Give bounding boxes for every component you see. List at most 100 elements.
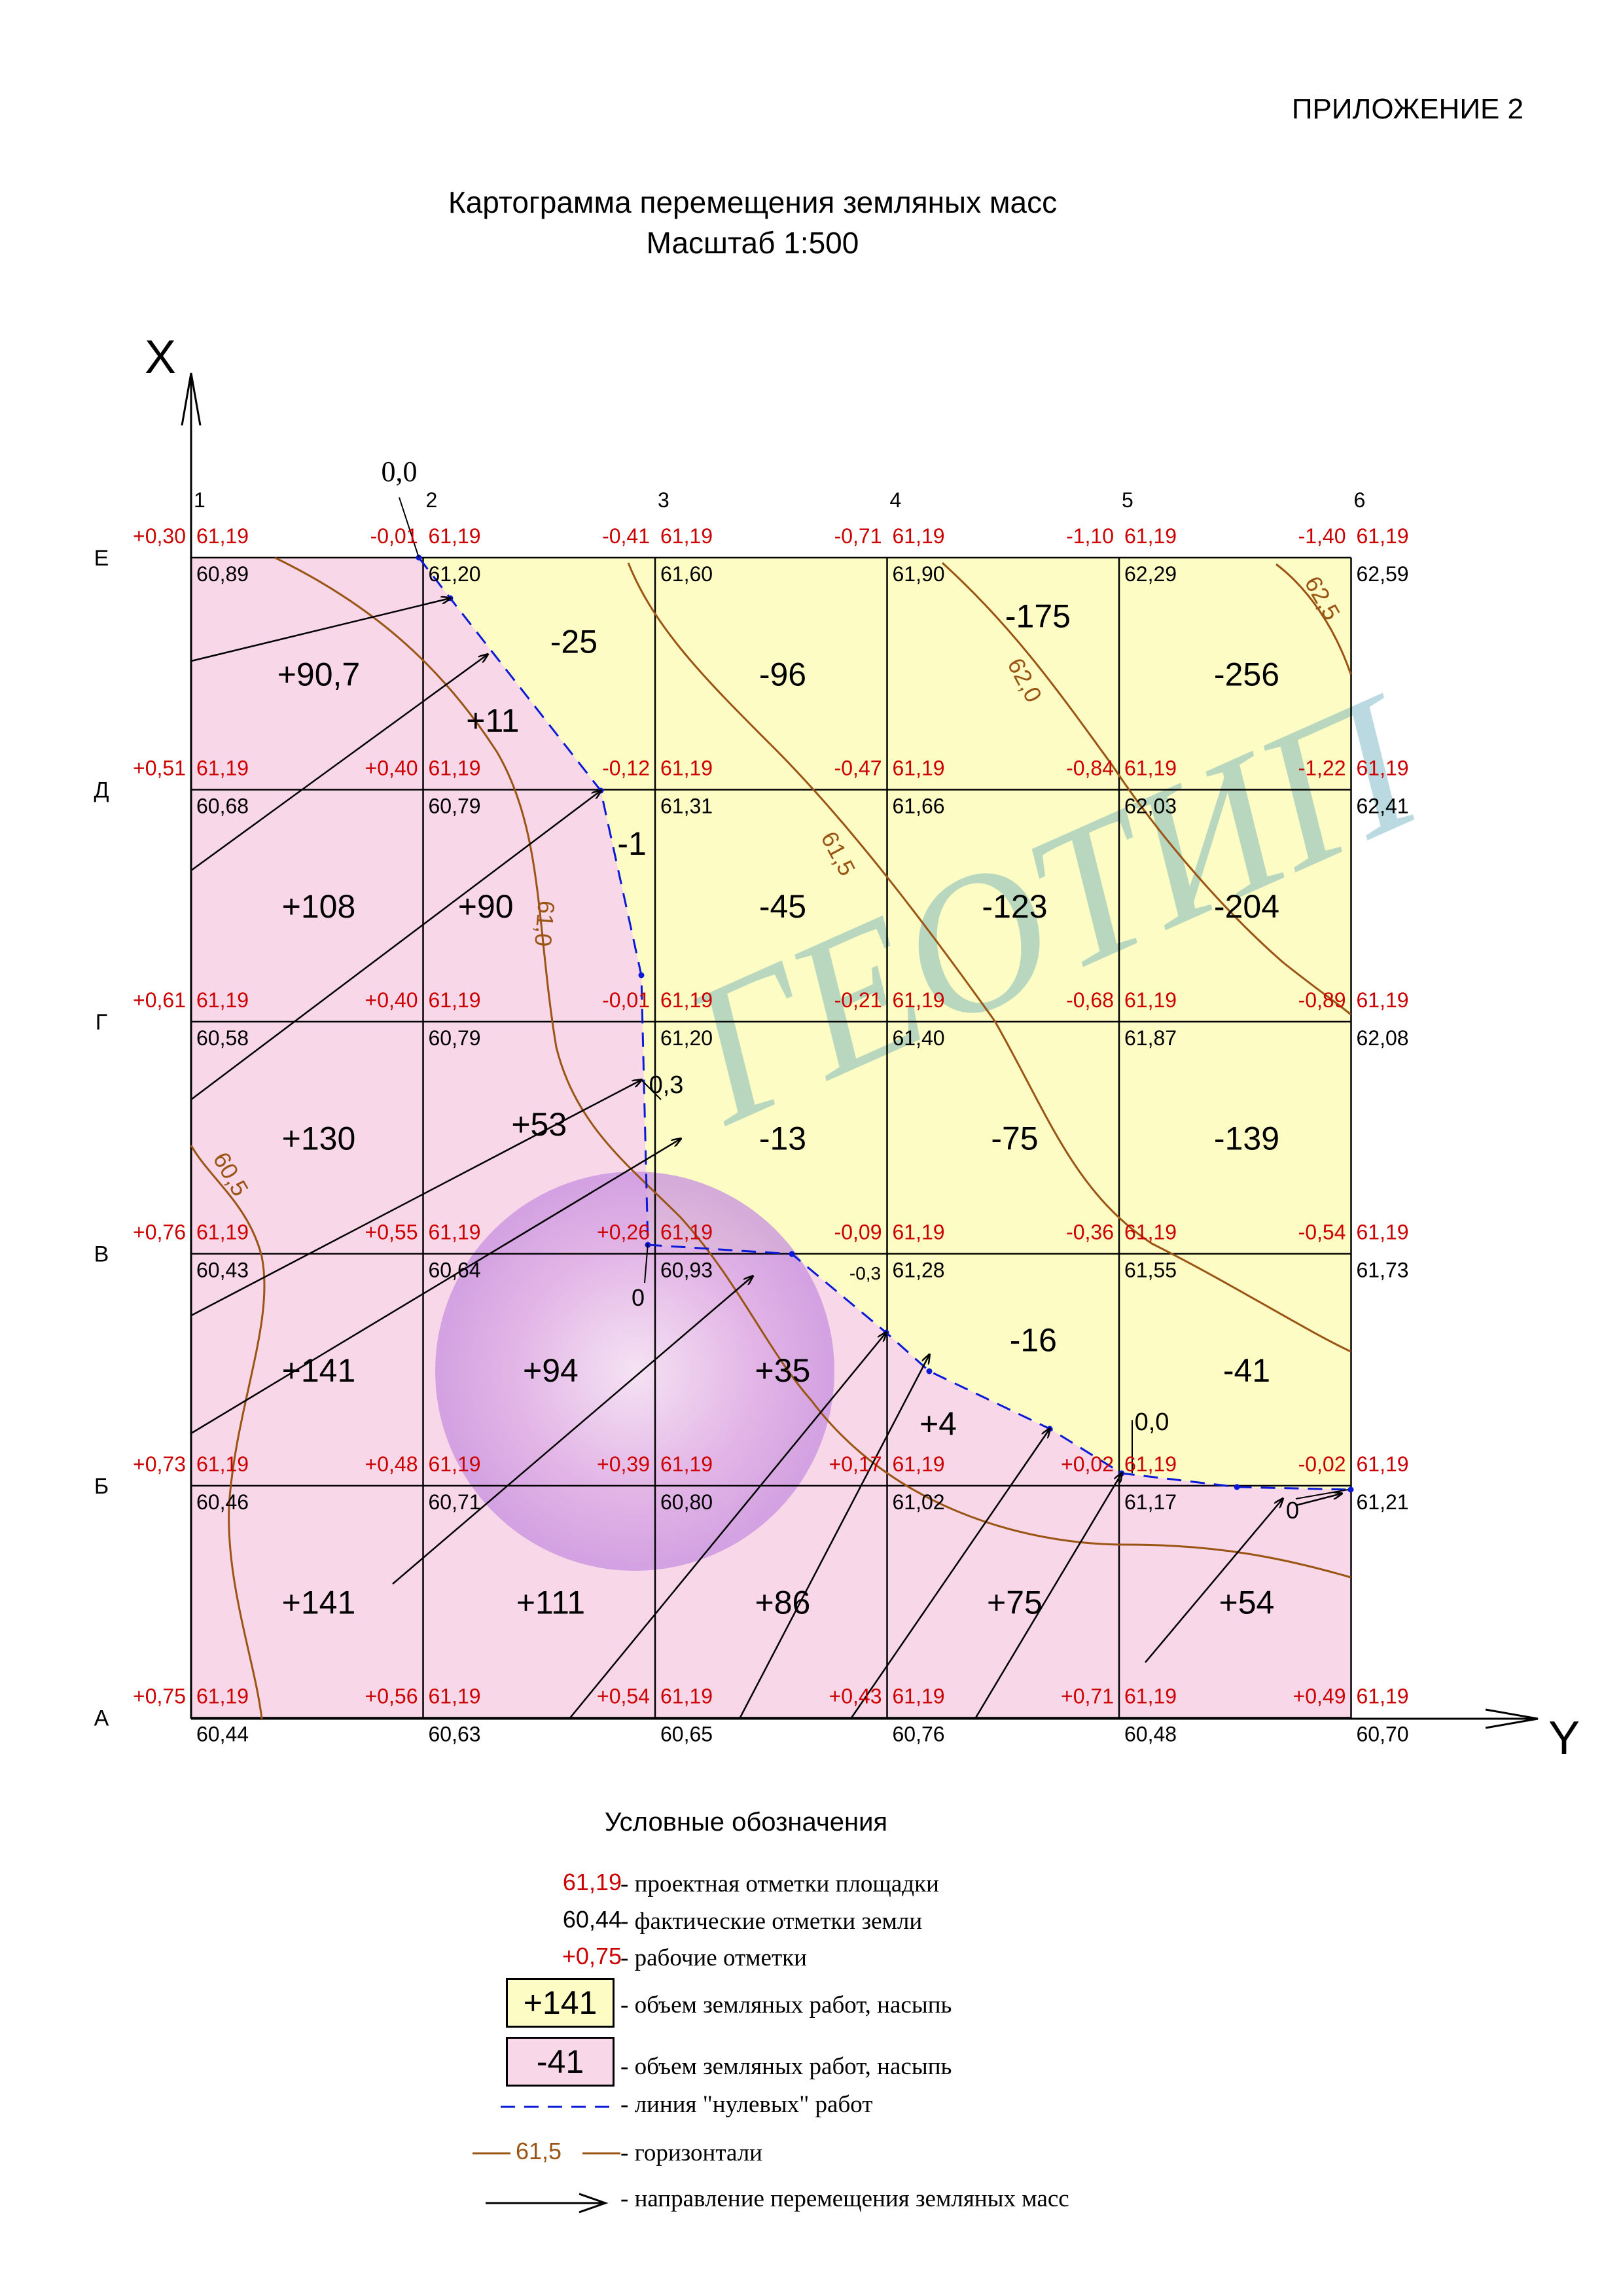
work-elevation: -0,89: [1298, 988, 1346, 1012]
design-elevation: 61,19: [1357, 988, 1409, 1012]
ground-elevation: 60,44: [196, 1723, 249, 1746]
ground-elevation: 60,89: [196, 562, 249, 586]
zero-point-label: 0,3: [649, 1071, 684, 1099]
legend-title: Условные обозначения: [604, 1808, 888, 1837]
row-label: Д: [94, 778, 109, 803]
zero-point-marker: [1347, 1486, 1354, 1493]
work-elevation: -0,41: [602, 524, 650, 548]
contour-line: [941, 562, 1351, 1016]
ground-elevation: 61,66: [893, 795, 945, 818]
column-label: 1: [194, 488, 205, 512]
ground-elevation: 60,68: [196, 795, 249, 818]
volume-value: -123: [982, 888, 1047, 925]
ground-elevation: 60,48: [1124, 1723, 1177, 1746]
transport-arrow: [738, 1355, 929, 1719]
ground-elevation: 60,79: [429, 1026, 481, 1050]
transport-arrow: [190, 1080, 641, 1317]
work-elevation: +0,02: [1061, 1452, 1114, 1476]
ground-elevation: 61,20: [429, 562, 481, 586]
legend-work-text: - рабочие отметки: [620, 1945, 807, 1971]
design-elevation: 61,19: [196, 1685, 249, 1708]
zero-point-marker: [789, 1251, 795, 1257]
volume-value: +141: [282, 1352, 356, 1389]
zero-label-leader: [1295, 1489, 1349, 1499]
x-axis-label: X: [145, 331, 176, 384]
volume-value: -16: [1010, 1322, 1057, 1359]
design-elevation: 61,19: [893, 524, 945, 548]
volume-value: +141: [282, 1584, 356, 1621]
legend-contour-sample-line: [473, 2152, 620, 2155]
ground-elevation: 61,31: [660, 795, 713, 818]
legend-work-sample: +0,75: [562, 1943, 622, 1969]
design-elevation: 61,19: [1124, 1685, 1177, 1708]
ground-elevation: 60,76: [893, 1723, 945, 1746]
work-elevation: +0,40: [365, 757, 418, 780]
work-elevation: +0,39: [597, 1452, 650, 1476]
column-label: 6: [1354, 488, 1366, 512]
ground-elevation: 60,58: [196, 1026, 249, 1050]
design-elevation: 61,19: [196, 1221, 249, 1244]
legend-cut-sample: -41: [506, 2037, 615, 2087]
column-label: 4: [890, 488, 902, 512]
work-elevation: +0,76: [133, 1221, 186, 1244]
zero-point-label: 0,0: [1135, 1408, 1169, 1436]
zero-point-label: 0: [1286, 1497, 1299, 1524]
volume-value: +108: [282, 888, 356, 925]
design-elevation: 61,19: [893, 1452, 945, 1476]
work-elevation: -0,54: [1298, 1221, 1346, 1244]
row-label: Е: [94, 546, 109, 571]
ground-elevation: 60,65: [660, 1723, 713, 1746]
design-elevation: 61,19: [660, 988, 713, 1012]
ground-elevation: 60,63: [429, 1723, 481, 1746]
ground-elevation: 60,43: [196, 1259, 249, 1282]
volume-value: -25: [550, 624, 597, 660]
work-elevation: -0,21: [834, 988, 882, 1012]
legend-fill-volume: +141 - объем земляных работ, насыпь: [458, 1978, 1309, 2032]
legend-ground-elevation: 60,44 - фактические отметки земли: [458, 1906, 1309, 1945]
work-elevation: +0,17: [829, 1452, 882, 1476]
contour-line: [627, 562, 1351, 1353]
legend-contours: 61,5 - горизонтали: [458, 2135, 1309, 2174]
zero-point-marker: [638, 972, 645, 978]
design-elevation: 61,19: [1357, 757, 1409, 780]
volume-value: +94: [523, 1352, 579, 1389]
work-elevation: -0,71: [834, 524, 882, 548]
transport-arrow: [190, 598, 450, 662]
transport-arrow: [190, 1139, 681, 1435]
legend-ground-text: - фактические отметки земли: [620, 1908, 923, 1935]
row-label: В: [94, 1242, 109, 1267]
ground-elevation: 61,87: [1124, 1026, 1177, 1050]
volume-value: +86: [755, 1584, 811, 1621]
volume-value: -75: [991, 1120, 1038, 1157]
volume-value: -256: [1214, 656, 1279, 692]
design-elevation: 61,19: [660, 524, 713, 548]
volume-value: -41: [1223, 1352, 1270, 1389]
volume-value: +54: [1219, 1584, 1275, 1621]
column-label: 2: [426, 488, 438, 512]
legend-zero-line-sample: [501, 2106, 616, 2108]
volume-value: -96: [759, 656, 806, 692]
ground-elevation: 60,46: [196, 1490, 249, 1514]
design-elevation: 61,19: [893, 1221, 945, 1244]
ground-elevation: 60,70: [1357, 1723, 1409, 1746]
volume-value: -45: [759, 888, 806, 925]
design-elevation: 61,19: [893, 988, 945, 1012]
volume-value: +90: [458, 888, 514, 925]
volume-value: +35: [755, 1352, 811, 1389]
volume-value: -13: [759, 1120, 806, 1157]
ground-elevation: 61,90: [893, 562, 945, 586]
work-elevation: -0,47: [834, 757, 882, 780]
ground-elevation: 61,60: [660, 562, 713, 586]
design-elevation: 61,19: [893, 757, 945, 780]
work-elevation: -1,22: [1298, 757, 1346, 780]
work-elevation: +0,71: [1061, 1685, 1114, 1708]
ground-elevation: 61,17: [1124, 1490, 1177, 1514]
ground-elevation: 61,40: [893, 1026, 945, 1050]
y-axis-arrow: [1485, 1708, 1539, 1729]
contour-label: 61,0: [529, 899, 560, 947]
design-elevation: 61,19: [429, 1452, 481, 1476]
design-elevation: 61,19: [196, 757, 249, 780]
legend-arrow: - направление перемещения земляных масс: [458, 2185, 1309, 2224]
work-elevation: -0,01: [602, 988, 650, 1012]
